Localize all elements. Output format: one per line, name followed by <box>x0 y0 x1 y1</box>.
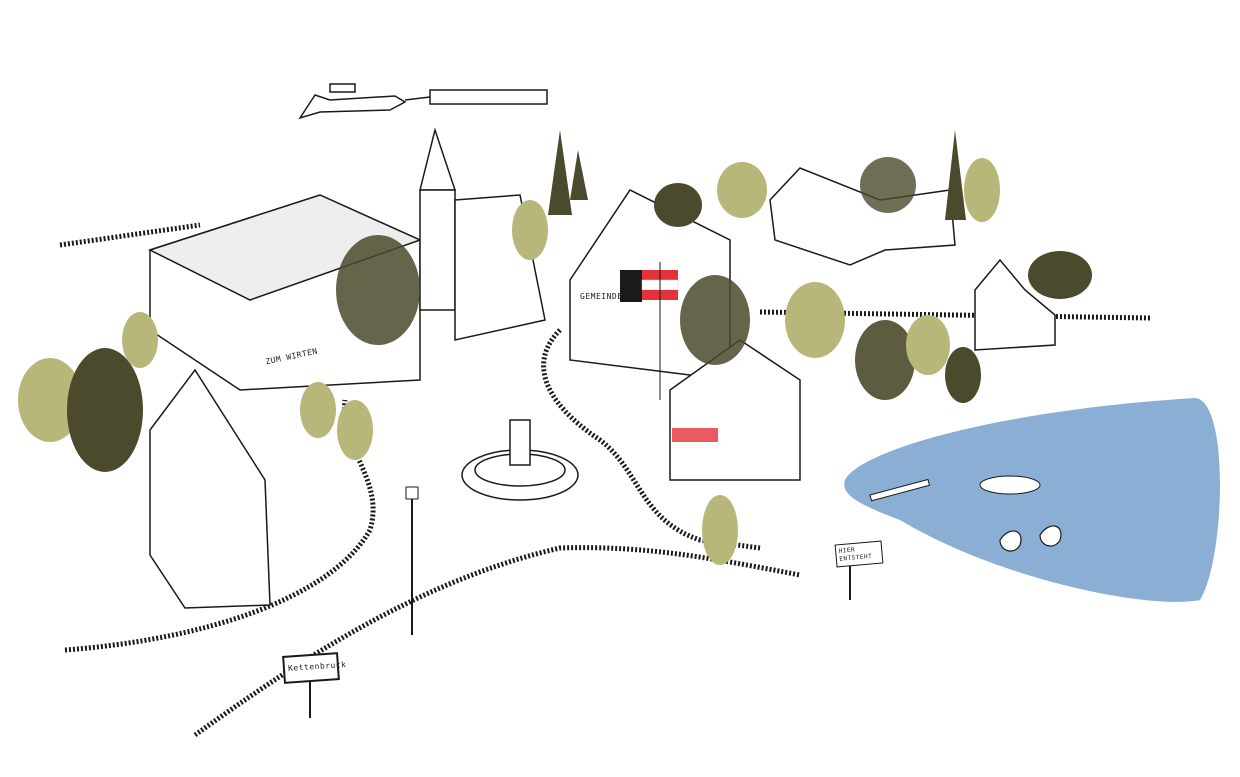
market-awning <box>672 428 718 442</box>
barn <box>769 167 956 266</box>
fountain <box>461 419 579 501</box>
inn-building <box>148 194 423 391</box>
road-right <box>541 328 761 551</box>
trees <box>18 130 1092 565</box>
construction-sign-board <box>834 540 884 568</box>
railway-left <box>59 222 201 248</box>
airplane <box>298 83 548 120</box>
station-house <box>974 258 1056 351</box>
lake <box>844 398 1220 602</box>
airplane-banner <box>429 89 548 105</box>
rowboat <box>979 475 1041 495</box>
flags <box>620 262 679 400</box>
town-hall-sign: GEMEINDE <box>580 292 623 301</box>
town-sign-board <box>282 652 340 684</box>
swans <box>999 525 1062 552</box>
jetty <box>869 478 931 502</box>
foreground-house <box>149 368 271 609</box>
road-main <box>193 545 801 738</box>
